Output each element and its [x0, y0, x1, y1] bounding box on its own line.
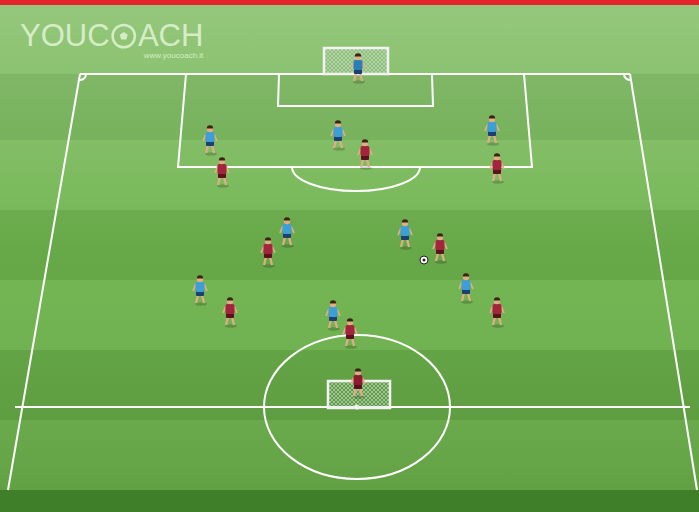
player-figure	[280, 217, 294, 248]
pitch-lines	[8, 74, 697, 490]
player-figure	[433, 233, 447, 263]
player-figure	[490, 153, 504, 184]
dark-band	[0, 490, 699, 512]
goal	[328, 381, 390, 408]
logo-ball-icon	[113, 25, 135, 47]
player-figure	[331, 120, 345, 151]
player-figure	[398, 219, 412, 250]
player-figure	[261, 237, 275, 267]
player-figure	[490, 297, 504, 328]
players	[193, 53, 504, 399]
player-figure	[193, 275, 207, 306]
touch-line	[8, 74, 80, 490]
corner-arc	[80, 74, 86, 80]
penalty-box	[178, 74, 532, 167]
centre-circle	[264, 335, 450, 479]
player-figure	[351, 53, 365, 84]
ball	[420, 256, 428, 264]
goal-area	[278, 74, 433, 106]
player-figure	[485, 115, 499, 146]
player-figure	[326, 300, 340, 331]
logo-text: YOUC	[20, 20, 110, 51]
touch-line	[630, 74, 697, 490]
player-figure	[459, 273, 473, 304]
player-figure	[351, 368, 365, 399]
player-figure	[358, 139, 372, 170]
player-figure	[343, 318, 357, 349]
goal	[324, 48, 388, 74]
penalty-arc	[292, 167, 420, 191]
player-figure	[215, 157, 229, 188]
top-bar	[0, 0, 699, 5]
player-figure	[203, 125, 217, 156]
corner-arc	[624, 74, 630, 80]
watermark-url: www.youcoach.it	[144, 52, 204, 60]
logo-text: ACH	[138, 20, 203, 51]
player-figure	[223, 297, 237, 328]
